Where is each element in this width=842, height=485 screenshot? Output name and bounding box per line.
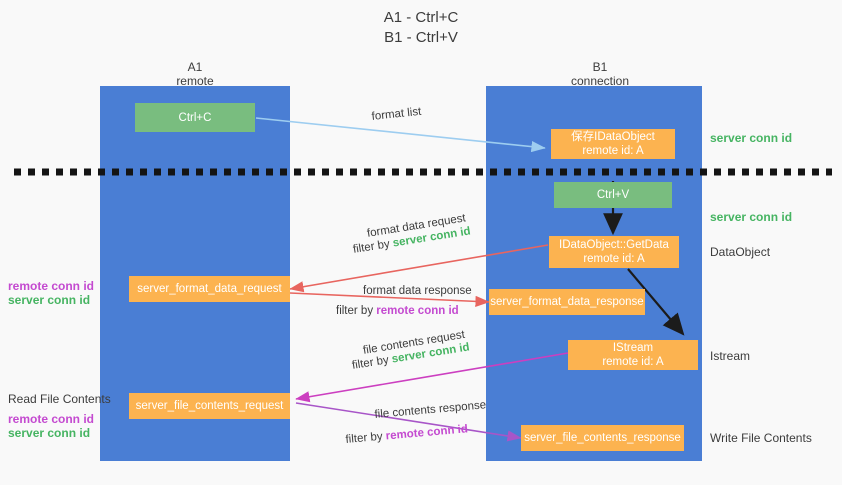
edge-filter-prefix-1: filter by xyxy=(352,237,394,256)
column-header-a1: A1 remote xyxy=(140,60,250,88)
column-a1-sub: remote xyxy=(176,74,214,88)
left-label-server-conn-id-1: server conn id xyxy=(8,293,91,307)
page-title: A1 - Ctrl+C B1 - Ctrl+V xyxy=(0,8,842,48)
edge-label-file-contents-response-filter: filter by remote conn id xyxy=(345,422,469,448)
node-istream[interactable]: IStream remote id: A xyxy=(568,340,698,370)
node-save-idataobject-line2: remote id: A xyxy=(582,145,644,157)
title-line-2: B1 - Ctrl+V xyxy=(384,29,458,46)
edge-label-format-list: format list xyxy=(371,105,422,123)
node-server-file-contents-response-label: server_file_contents_response xyxy=(524,432,681,444)
left-label-remote-conn-id-2: remote conn id xyxy=(8,412,95,426)
edge-label-format-data-response: format data response xyxy=(363,285,472,297)
node-istream-line2: remote id: A xyxy=(602,356,664,368)
node-ctrl-c-label: Ctrl+C xyxy=(178,111,212,124)
right-label-istream: Istream xyxy=(710,349,751,363)
right-label-server-conn-id-2: server conn id xyxy=(710,210,793,224)
node-save-idataobject-line1: 保存IDataObject xyxy=(571,131,655,143)
edge-filter-prefix-2: filter by xyxy=(336,305,377,317)
edge-filter-prefix-4: filter by xyxy=(345,430,387,446)
node-istream-line1: IStream xyxy=(612,342,654,354)
node-server-file-contents-request[interactable]: server_file_contents_request xyxy=(129,393,290,419)
node-server-file-contents-response[interactable]: server_file_contents_response xyxy=(521,425,684,451)
edge-filter-prefix-3: filter by xyxy=(351,353,393,372)
column-header-b1: B1 connection xyxy=(540,60,660,88)
node-ctrl-c[interactable]: Ctrl+C xyxy=(135,103,255,132)
right-label-server-conn-id-1: server conn id xyxy=(710,131,793,145)
node-ctrl-v-label: Ctrl+V xyxy=(596,189,630,201)
edge-filter-key-2: remote conn id xyxy=(376,305,459,317)
title-line-1: A1 - Ctrl+C xyxy=(383,9,459,26)
node-getdata-line1: IDataObject::GetData xyxy=(559,239,669,251)
edge-label-file-contents-response: file contents response xyxy=(374,399,487,421)
node-server-format-data-request-label: server_format_data_request xyxy=(137,283,282,295)
node-server-format-data-response-label: server_format_data_response xyxy=(490,296,644,308)
node-server-format-data-request[interactable]: server_format_data_request xyxy=(129,276,290,302)
node-server-file-contents-request-label: server_file_contents_request xyxy=(135,400,284,412)
left-label-remote-conn-id-1: remote conn id xyxy=(8,279,95,293)
left-label-read-file-contents: Read File Contents xyxy=(8,392,111,406)
node-idataobject-getdata[interactable]: IDataObject::GetData remote id: A xyxy=(549,236,679,268)
right-label-dataobject: DataObject xyxy=(710,245,771,259)
column-b1-sub: connection xyxy=(570,74,630,88)
column-a1-name: A1 xyxy=(187,60,203,74)
column-b1-name: B1 xyxy=(592,60,608,74)
right-label-write-file-contents: Write File Contents xyxy=(710,431,812,445)
edge-filter-key-4: remote conn id xyxy=(385,423,469,443)
edge-label-format-data-response-filter: filter by remote conn id xyxy=(336,304,459,319)
node-save-idataobject[interactable]: 保存IDataObject remote id: A xyxy=(551,129,675,159)
node-server-format-data-response[interactable]: server_format_data_response xyxy=(489,289,645,315)
node-getdata-line2: remote id: A xyxy=(583,253,645,265)
node-ctrl-v[interactable]: Ctrl+V xyxy=(554,182,672,208)
left-label-server-conn-id-2: server conn id xyxy=(8,426,91,440)
